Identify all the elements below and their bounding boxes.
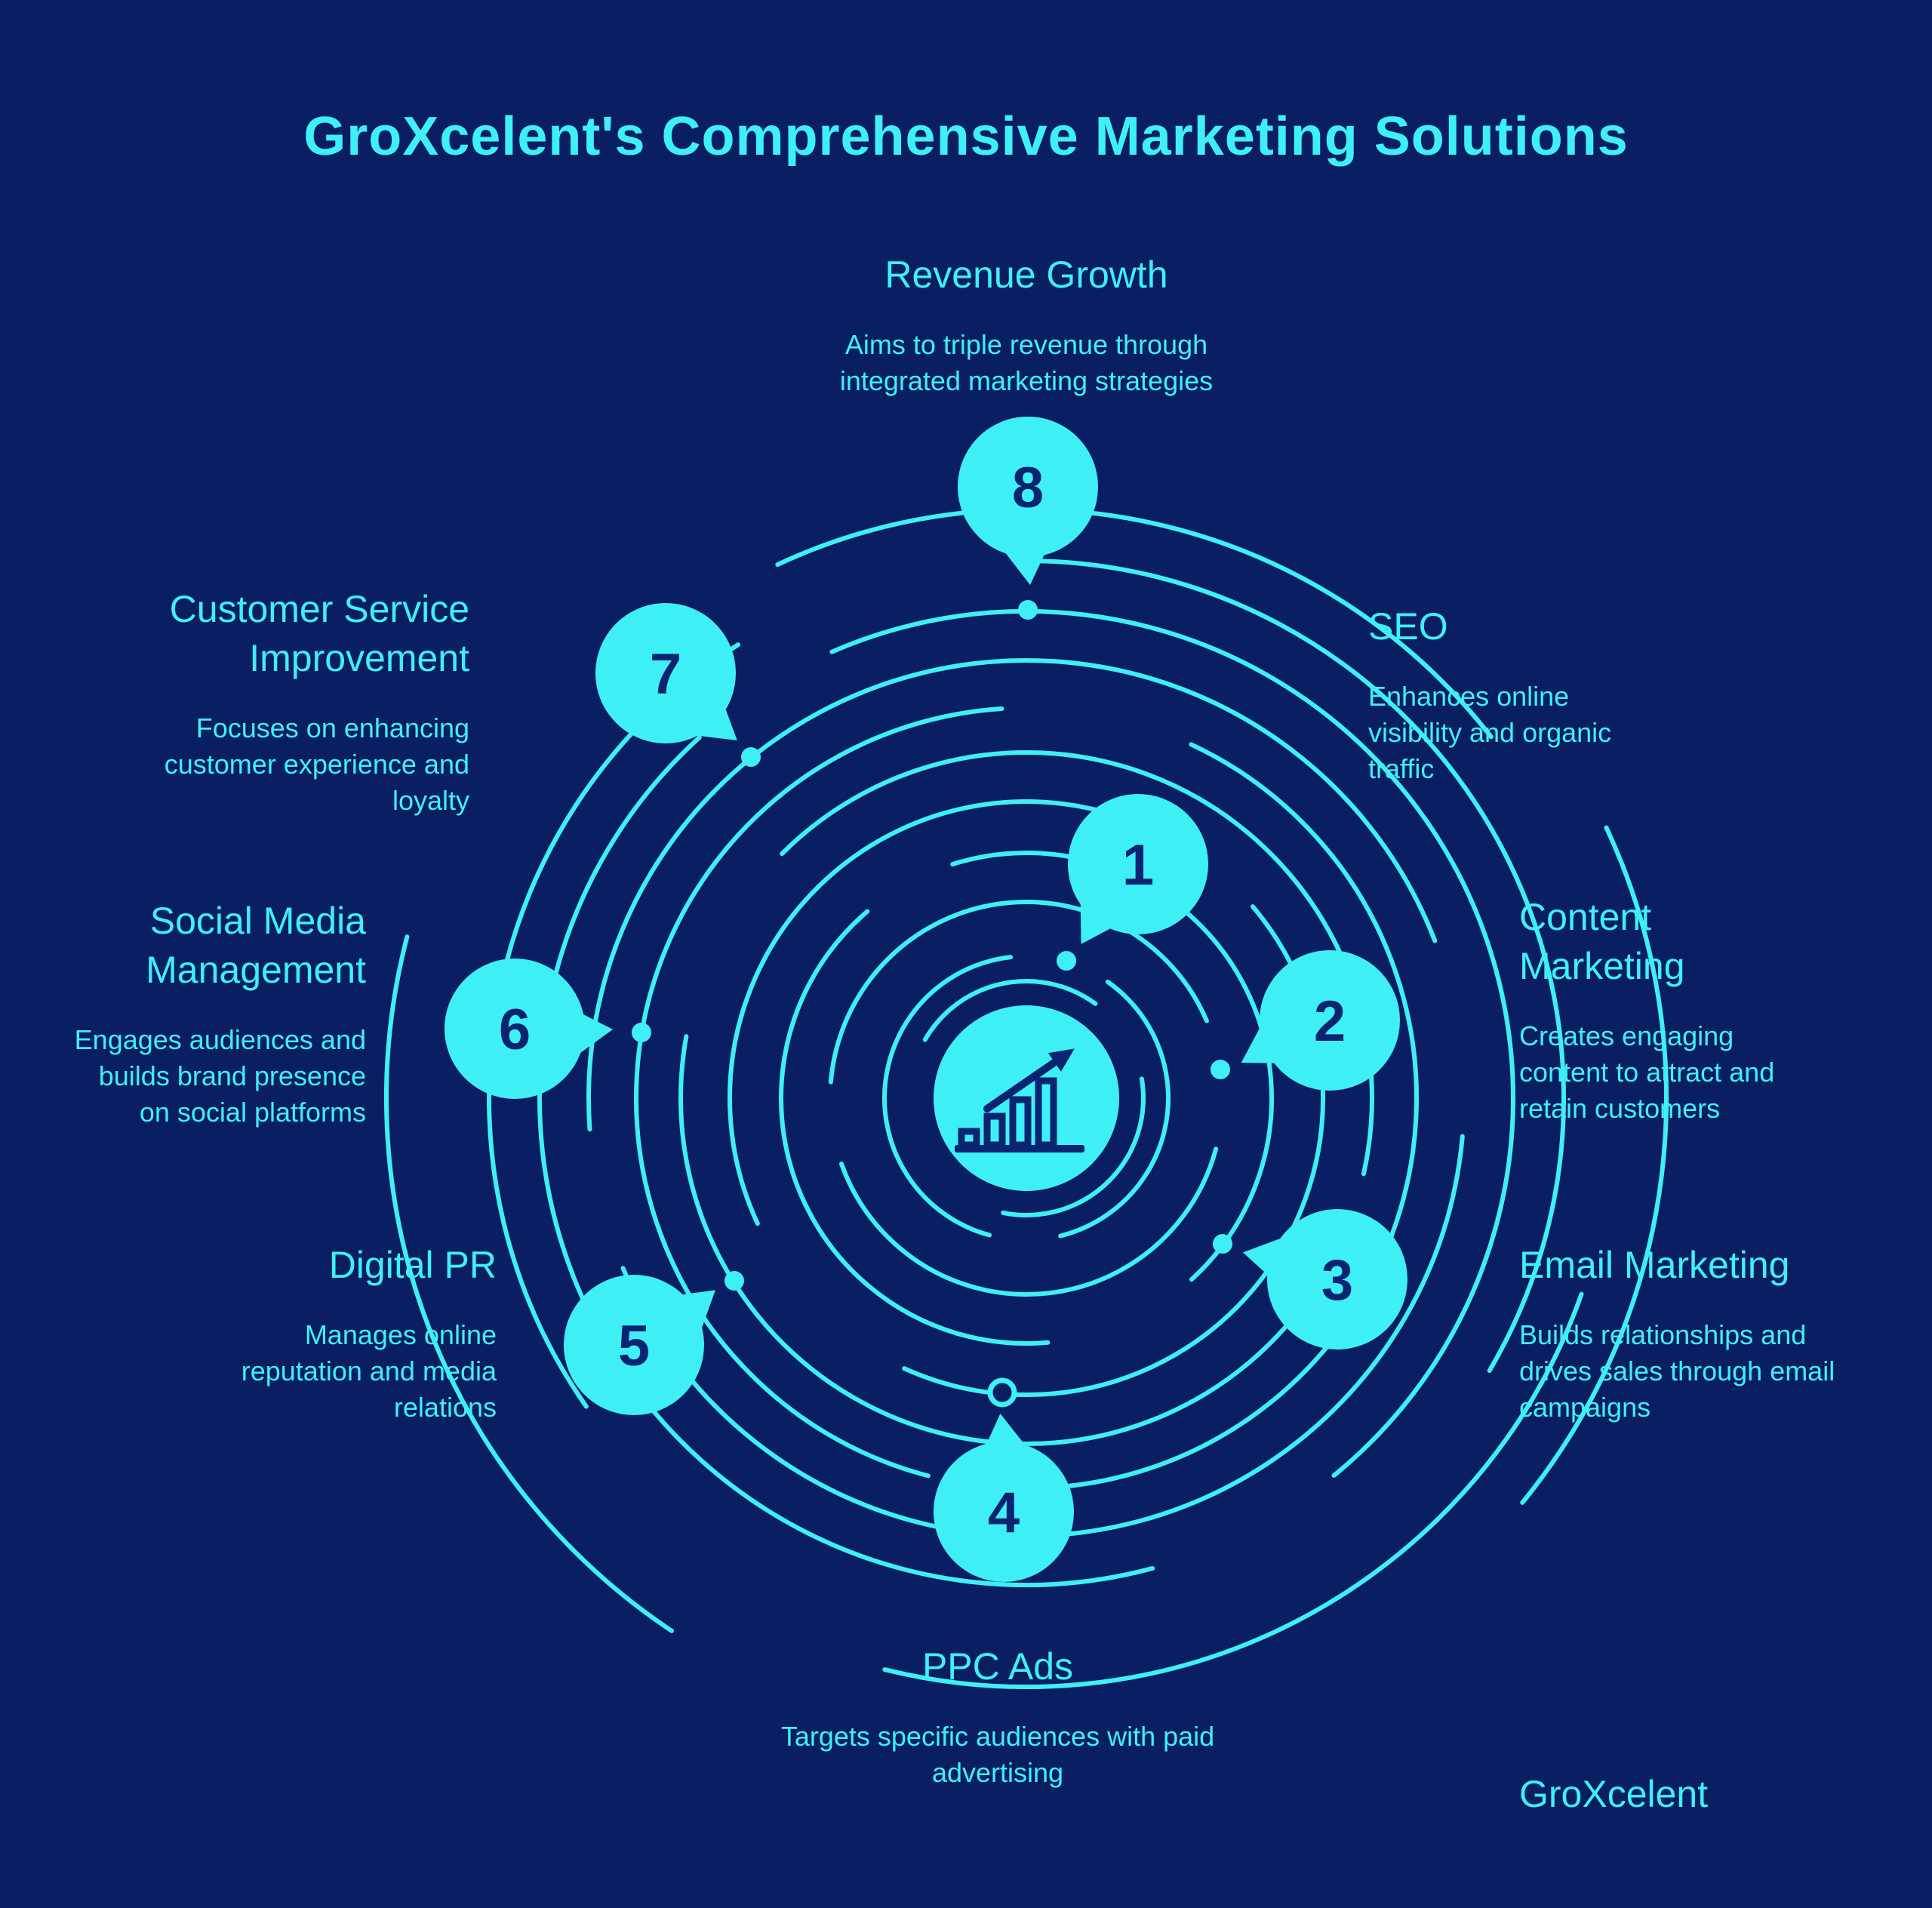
spiral-ring (882, 954, 1171, 1242)
step-description: Aims to triple revenue through integrate… (839, 329, 1214, 396)
step-dots (632, 600, 1232, 1408)
step-bubble-1: 1 (1068, 794, 1208, 944)
step-bubble-8: 8 (958, 417, 1098, 585)
step-dot-5 (724, 1271, 744, 1291)
spiral-ring (537, 609, 1516, 1587)
spiral-ring (778, 851, 1274, 1346)
spiral-ring (384, 456, 1669, 1740)
label-email-marketing: Email Marketing Builds relationships and… (1519, 1241, 1866, 1426)
step-dot-1 (1057, 951, 1076, 971)
growth-bar-chart-icon (955, 1077, 1084, 1152)
step-description: Manages online reputation and media rela… (241, 1319, 497, 1423)
step-number: 1 (1122, 833, 1154, 897)
spiral-ring (435, 507, 1617, 1689)
step-bubble-7: 7 (595, 603, 737, 743)
spiral-ring (678, 750, 1374, 1446)
step-description: Builds relationships and drives sales th… (1519, 1319, 1835, 1423)
step-title: Revenue Growth (884, 254, 1168, 296)
step-title: PPC Ads (921, 1645, 1074, 1688)
step-bubble-2: 2 (1241, 950, 1400, 1091)
step-title: Customer Service Improvement (169, 588, 469, 679)
step-bubble-5: 5 (564, 1275, 715, 1415)
step-description: Targets specific audiences with paid adv… (780, 1721, 1215, 1788)
step-bubble-6: 6 (445, 959, 614, 1099)
step-dot-6 (632, 1023, 651, 1042)
step-description: Engages audiences and builds brand prese… (74, 1024, 366, 1128)
label-seo: SEO Enhances online visibility and organ… (1368, 602, 1670, 787)
step-number: 4 (988, 1481, 1020, 1545)
center-growth-icon (934, 1005, 1119, 1191)
step-dot-3 (1213, 1234, 1232, 1254)
step-number: 5 (618, 1314, 650, 1378)
step-number: 3 (1321, 1248, 1353, 1313)
label-revenue-growth: Revenue Growth Aims to triple revenue th… (664, 251, 1389, 399)
step-number: 2 (1314, 989, 1346, 1054)
page-title: GroXcelent's Comprehensive Marketing Sol… (303, 106, 1629, 167)
step-dot-8 (1018, 600, 1038, 620)
step-title: SEO (1368, 605, 1448, 648)
step-dot-2 (1211, 1060, 1230, 1079)
label-customer-service-improvement: Customer Service Improvement Focuses on … (145, 585, 469, 819)
step-title: Content Marketing (1519, 896, 1685, 987)
step-title: Social Media Management (146, 900, 366, 991)
label-digital-pr: Digital PR Manages online reputation and… (195, 1241, 497, 1426)
step-description: Creates engaging content to attract and … (1519, 1020, 1775, 1124)
brand-footer: GroXcelent (1519, 1773, 1709, 1815)
step-number: 7 (650, 642, 681, 706)
step-dot-4-ring (987, 1377, 1017, 1408)
step-description: Focuses on enhancing customer experience… (164, 712, 469, 816)
step-number: 6 (499, 998, 531, 1062)
spiral-ring (828, 900, 1225, 1297)
label-content-marketing: Content Marketing Creates engaging conte… (1519, 893, 1806, 1127)
step-dot-7 (741, 747, 761, 767)
step-bubble-3: 3 (1242, 1209, 1407, 1349)
label-ppc-ads: PPC Ads Targets specific audiences with … (635, 1642, 1360, 1791)
label-social-media-management: Social Media Management Engages audience… (64, 897, 366, 1131)
step-bubble-4: 4 (934, 1414, 1074, 1582)
step-description: Enhances online visibility and organic t… (1368, 681, 1612, 784)
spiral-ring (907, 979, 1146, 1217)
spiral-rings (384, 456, 1669, 1740)
step-title: Email Marketing (1519, 1244, 1790, 1286)
step-title: Digital PR (328, 1244, 497, 1286)
growth-arrow-icon (983, 1048, 1075, 1112)
step-number: 8 (1012, 456, 1044, 520)
